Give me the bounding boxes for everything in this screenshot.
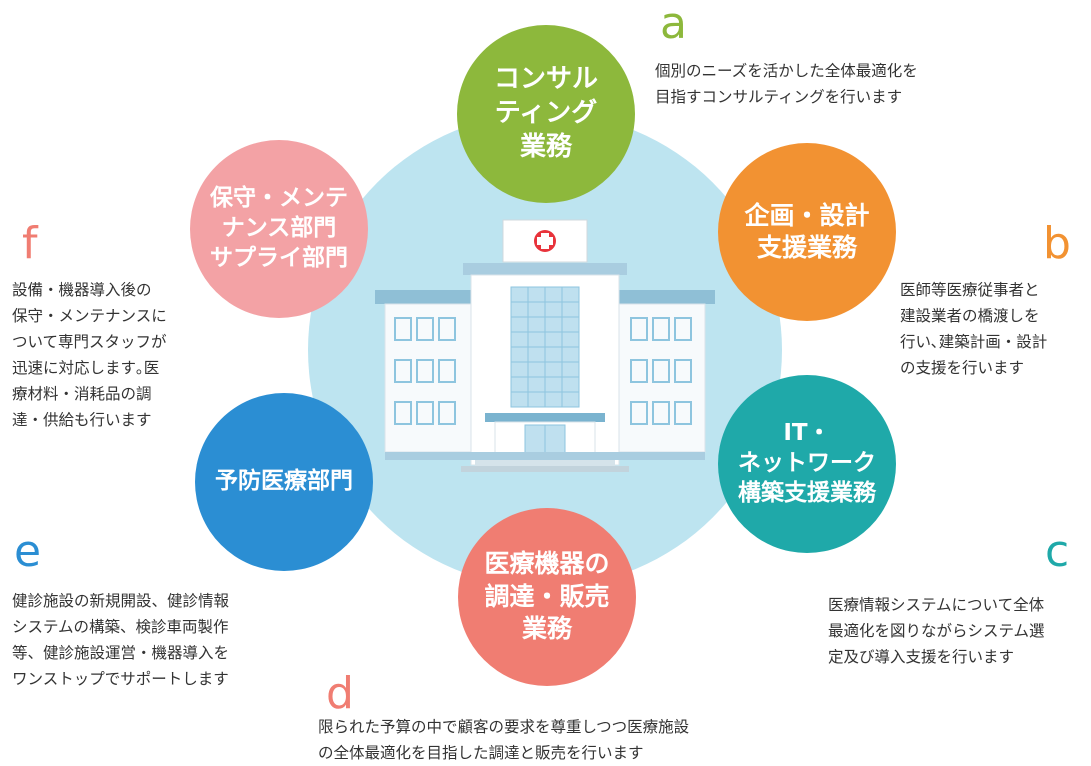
medical-equipment-circle: 医療機器の 調達・販売 業務 [458, 508, 636, 686]
hospital-icon [375, 219, 715, 472]
label-e: e [14, 526, 42, 577]
label-d: d [326, 668, 354, 719]
desc-f: 設備・機器導入後の 保守・メンテナンスに ついて専門スタッフが 迅速に対応します… [12, 281, 167, 429]
label-f: f [22, 218, 38, 269]
preventive-medicine-title: 予防医療部門 [215, 468, 353, 495]
maintenance-supply-circle: 保守・メンテ ナンス部門 サプライ部門 [190, 140, 368, 318]
preventive-medicine-circle: 予防医療部門 [195, 393, 373, 571]
desc-d: 限られた予算の中で顧客の要求を尊重しつつ医療施設 の全体最適化を目指した調達と販… [318, 718, 690, 762]
medical-equipment-title: 医療機器の 調達・販売 業務 [484, 549, 610, 644]
it-network-circle: IT・ ネットワーク 構築支援業務 [718, 375, 896, 553]
label-b: b [1043, 218, 1071, 269]
label-c: c [1045, 526, 1070, 577]
desc-c: 医療情報システムについて全体 最適化を図りながらシステム選 定及び導入支援を行い… [828, 596, 1045, 666]
consulting-title: コンサル ティング 業務 [493, 64, 598, 162]
consulting-circle: コンサル ティング 業務 [457, 25, 635, 203]
desc-e: 健診施設の新規開設、健診情報 システムの構築、検診車両製作 等、健診施設運営・機… [12, 592, 230, 688]
desc-b: 医師等医療従事者と 建設業者の橋渡しを 行い､建築計画・設計 の支援を行います [900, 281, 1048, 377]
planning-design-title: 企画・設計 支援業務 [744, 200, 870, 263]
planning-design-circle: 企画・設計 支援業務 [718, 143, 896, 321]
label-a: a [660, 0, 687, 49]
desc-a: 個別のニーズを活かした全体最適化を 目指すコンサルティングを行います [655, 62, 918, 106]
maintenance-supply-title: 保守・メンテ ナンス部門 サプライ部門 [210, 185, 348, 271]
it-network-title: IT・ ネットワーク 構築支援業務 [738, 420, 876, 506]
